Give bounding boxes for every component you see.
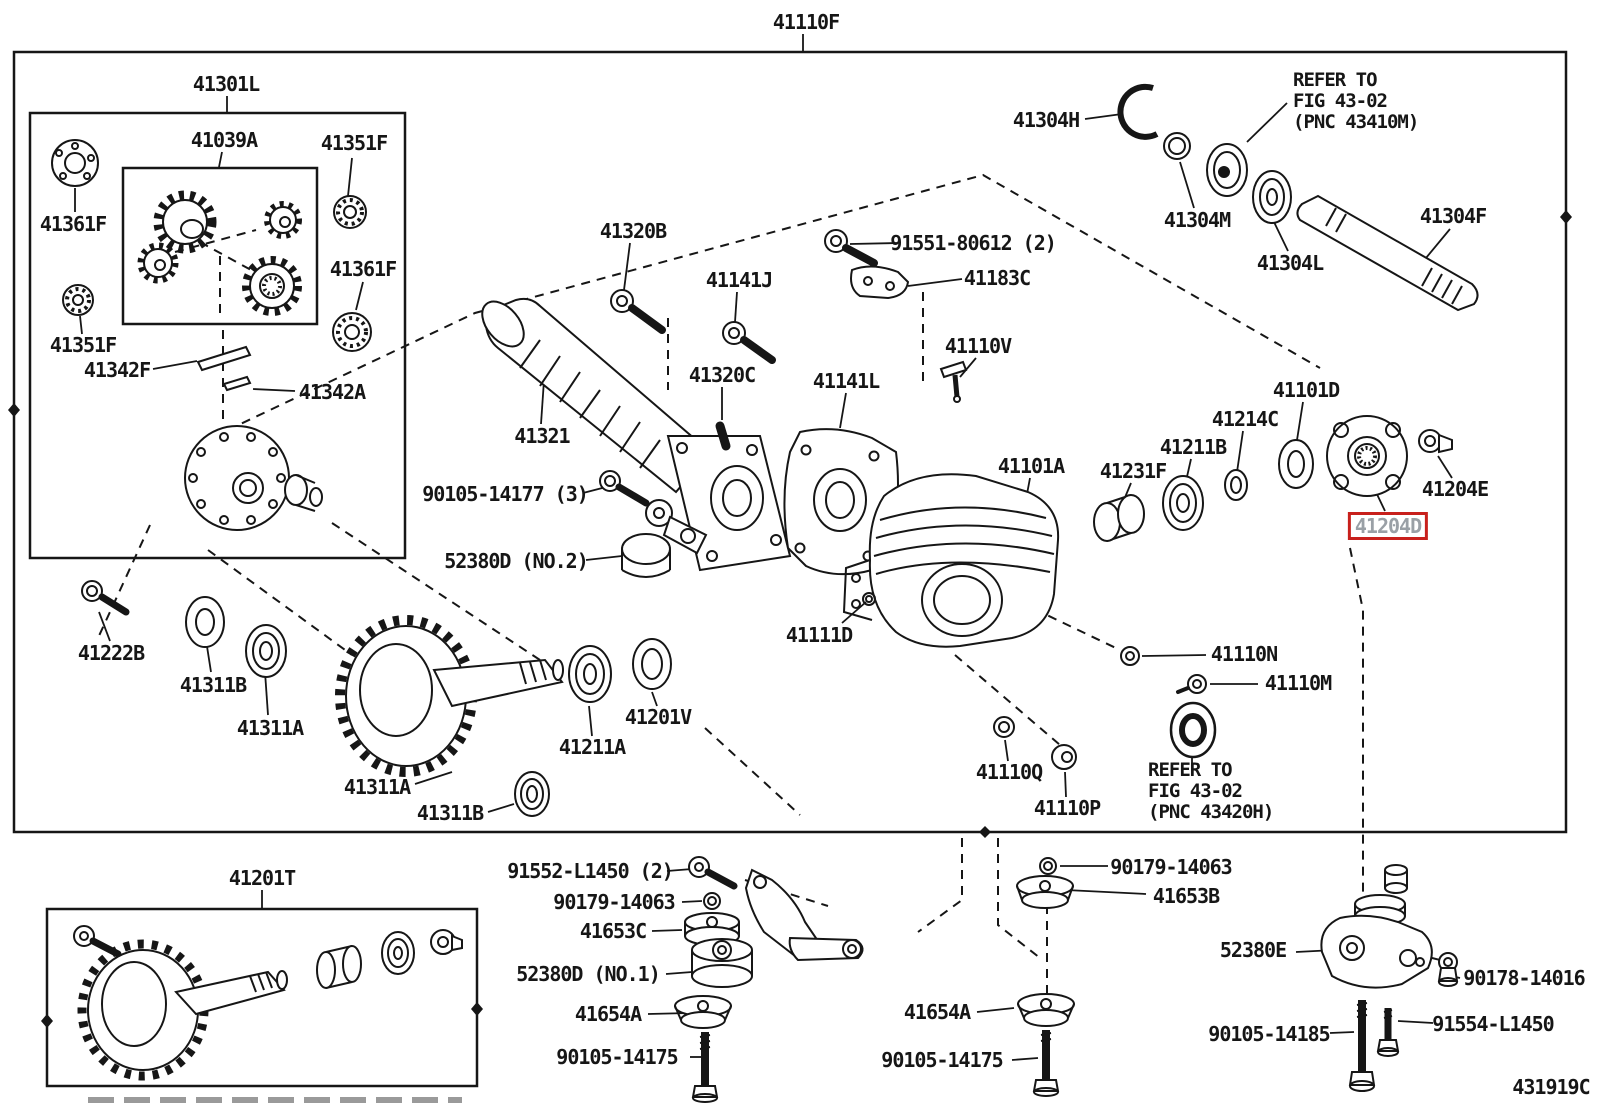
bolt-41141j bbox=[722, 321, 776, 364]
bearing-41211a bbox=[568, 645, 612, 703]
washer-41201v bbox=[632, 638, 672, 690]
bolt-90105-14177 bbox=[599, 470, 650, 507]
ring-gear-and-pinion bbox=[335, 615, 564, 777]
snap-ring-41304h bbox=[1117, 83, 1159, 140]
bearing-41311a bbox=[245, 624, 287, 678]
cushion-41653b bbox=[1016, 875, 1074, 909]
bracket-52380d-no2 bbox=[621, 499, 708, 578]
kit-41201t bbox=[73, 925, 463, 1081]
bushing-41231f bbox=[1093, 494, 1145, 542]
cushion-41654a-right bbox=[1017, 993, 1075, 1027]
cushion-41654a-left bbox=[674, 995, 732, 1029]
thrust-washer-part bbox=[62, 195, 372, 352]
bolt-91551 bbox=[824, 229, 878, 267]
intermediate-shaft-41304f bbox=[1296, 194, 1479, 312]
dashed-lines bbox=[97, 173, 1449, 995]
oil-seal-43410m bbox=[1206, 143, 1248, 197]
plate-41183c bbox=[850, 265, 910, 300]
bearing-41304l bbox=[1252, 170, 1292, 224]
bevel-gear-kit bbox=[137, 190, 302, 316]
border-ticks bbox=[8, 210, 1572, 1028]
pinion-shaft-pin bbox=[196, 345, 252, 392]
leader-lines bbox=[74, 34, 1461, 1061]
plug-41110p bbox=[1051, 744, 1077, 770]
oil-seal-41311b bbox=[185, 596, 225, 648]
bolt-90105-14185 bbox=[1348, 1000, 1376, 1092]
highlighted-part-label[interactable]: 41204D bbox=[1347, 512, 1429, 540]
o-ring-41304m bbox=[1163, 132, 1191, 160]
differential-case bbox=[184, 425, 323, 531]
nut-41110n bbox=[1120, 646, 1140, 666]
bolt-90178-14016 bbox=[1437, 952, 1459, 987]
bearing-41311b-2 bbox=[514, 771, 550, 817]
bolt-91554-l1450 bbox=[1376, 1008, 1400, 1057]
bolt-90105-14175-left bbox=[691, 1032, 719, 1103]
parts-artwork bbox=[51, 83, 1479, 1103]
bolt-41222b bbox=[81, 580, 130, 616]
bolt-41320b bbox=[610, 289, 666, 334]
bolt-91552 bbox=[688, 856, 738, 890]
pin-41320c bbox=[715, 421, 731, 451]
nut-41110q bbox=[993, 716, 1015, 738]
bearing-41211b bbox=[1162, 475, 1204, 531]
breather-41110v bbox=[939, 360, 968, 403]
bolt-41110m bbox=[1176, 674, 1207, 694]
bracket-52380d-no1 bbox=[691, 868, 864, 988]
bolt-90105-14175-right bbox=[1032, 1030, 1060, 1097]
frame-boxes bbox=[12, 50, 1568, 1088]
nut-41204e bbox=[1418, 429, 1453, 454]
carrier-housing-41101a bbox=[842, 473, 1060, 648]
side-flange-part bbox=[51, 139, 99, 187]
oil-seal-43420h bbox=[1169, 701, 1217, 759]
seal-41101d bbox=[1278, 439, 1314, 489]
companion-flange-41204d bbox=[1326, 415, 1408, 497]
bracket-52380e bbox=[1320, 864, 1433, 989]
washer-41214c bbox=[1224, 469, 1248, 501]
nut-90179-left bbox=[703, 892, 721, 910]
nut-90179-right bbox=[1039, 857, 1057, 875]
